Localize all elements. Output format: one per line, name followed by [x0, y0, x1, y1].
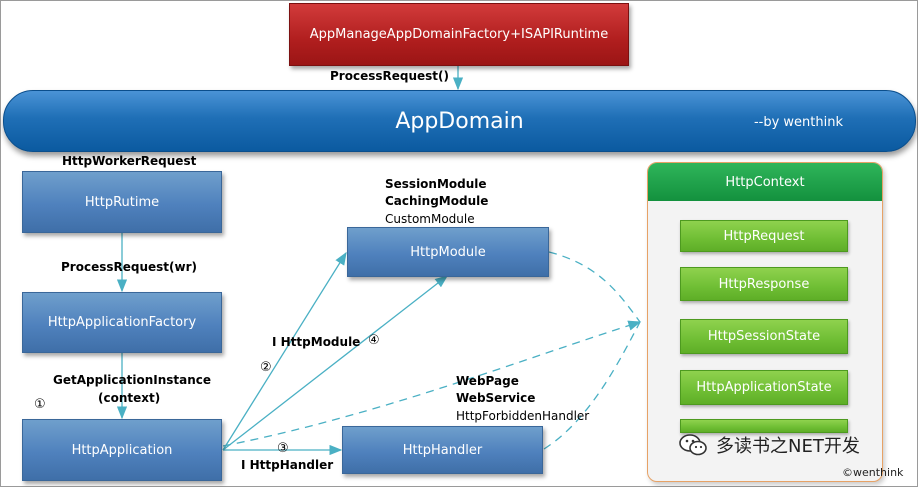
http-context-item: HttpApplicationState	[680, 370, 848, 405]
arrow-app-to-module-1	[222, 251, 347, 451]
http-context-item-label: HttpSessionState	[707, 329, 821, 344]
circle-label-3: ③	[277, 441, 289, 456]
http-context-item: HttpRequest	[680, 220, 848, 252]
handler-list-item: WebPage	[456, 374, 519, 388]
arrow-app-to-module-2	[222, 275, 449, 451]
watermark-mark: ©wenthink	[842, 466, 904, 479]
http-application-factory-box: HttpApplicationFactory	[22, 292, 222, 353]
http-handler-box: HttpHandler	[342, 426, 543, 474]
dashed-handler-to-context	[543, 321, 641, 450]
http-context-item: HttpResponse	[680, 267, 848, 301]
process-request-wr-label: ProcessRequest(wr)	[61, 260, 197, 274]
isapi-runtime-label: AppManageAppDomainFactory+ISAPIRuntime	[309, 27, 609, 42]
http-module-box: HttpModule	[347, 227, 549, 277]
watermark-text: 多读书之NET开发	[716, 436, 860, 457]
http-application-box: HttpApplication	[22, 419, 222, 481]
http-application-factory-label: HttpApplicationFactory	[47, 315, 197, 330]
handler-list-item: HttpForbiddenHandler	[456, 409, 590, 423]
appdomain-title: AppDomain	[395, 108, 524, 134]
http-handler-label: HttpHandler	[402, 442, 483, 458]
i-http-module-label: I HttpModule	[272, 335, 361, 349]
circle-label-1: ①	[34, 397, 46, 412]
dashed-module-to-context	[548, 251, 641, 323]
dashed-app-to-context	[222, 320, 642, 447]
i-http-handler-label: I HttpHandler	[241, 458, 334, 472]
http-context-item: HttpSessionState	[680, 319, 848, 354]
module-list-item: CustomModule	[385, 212, 475, 226]
http-context-item-label: HttpResponse	[718, 276, 810, 292]
module-list-item: SessionModule	[385, 177, 487, 191]
get-app-instance-context-label: (context)	[98, 391, 161, 405]
circle-label-2: ②	[260, 360, 272, 375]
wechat-icon	[679, 434, 707, 456]
get-app-instance-label: GetApplicationInstance	[53, 373, 212, 387]
appdomain-byline: --by wenthink	[753, 115, 843, 130]
http-runtime-box: HttpRutime	[22, 171, 222, 233]
circle-label-4: ④	[368, 333, 380, 348]
process-request-label: ProcessRequest()	[330, 69, 449, 83]
isapi-runtime-box: AppManageAppDomainFactory+ISAPIRuntime	[289, 3, 629, 66]
handler-list-item: WebService	[456, 391, 536, 405]
module-list-item: CachingModule	[385, 194, 489, 208]
http-application-label: HttpApplication	[71, 442, 173, 458]
appdomain-bar: AppDomain --by wenthink	[3, 90, 916, 152]
http-context-item	[680, 419, 848, 433]
http-context-header: HttpContext	[648, 163, 882, 201]
wechat-watermark: 多读书之NET开发	[678, 432, 860, 458]
http-context-item-label: HttpApplicationState	[696, 380, 832, 395]
http-context-item-label: HttpRequest	[723, 228, 805, 244]
http-module-label: HttpModule	[410, 244, 486, 260]
http-runtime-label: HttpRutime	[84, 194, 160, 210]
http-worker-request-label: HttpWorkerRequest	[62, 154, 197, 168]
